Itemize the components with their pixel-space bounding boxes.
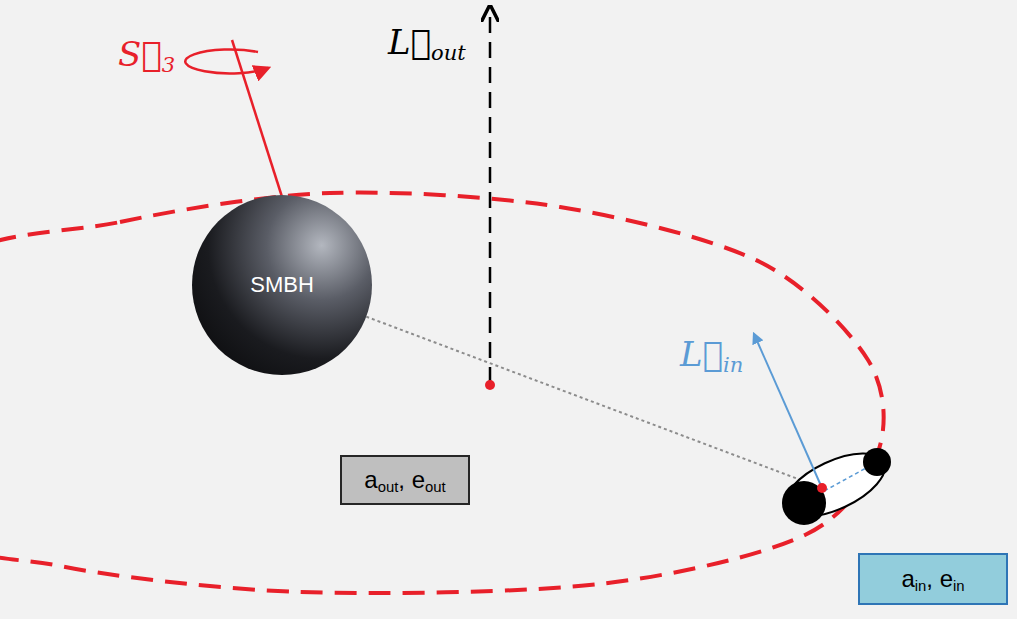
outer-angular-momentum-label: L⃗out <box>388 22 466 62</box>
node-text: ain, ein <box>901 565 964 593</box>
outer-orbit <box>0 193 884 594</box>
node-text: aout, eout <box>364 466 445 494</box>
outer-orbit-path <box>0 193 884 594</box>
binary-center-dot <box>817 483 827 493</box>
outer-orbit-parameters: aout, eout <box>340 455 470 505</box>
node-text: SMBH <box>250 272 314 298</box>
spin-label: S⃗3 <box>118 34 175 74</box>
inner-angular-momentum-label: L⃗in <box>680 334 743 374</box>
black-hole-2 <box>863 448 891 476</box>
inner-orbit-parameters: ain, ein <box>858 553 1008 605</box>
supermassive-black-hole: SMBH <box>192 195 372 375</box>
black-hole-1 <box>782 481 826 525</box>
angular-momentum-arrow <box>489 8 492 383</box>
spin-circle <box>185 49 268 73</box>
center-of-mass-dot <box>485 380 495 390</box>
spin-axis <box>232 40 283 200</box>
inner-orbit <box>776 440 894 529</box>
inner-angular-momentum-arrow <box>754 334 822 488</box>
